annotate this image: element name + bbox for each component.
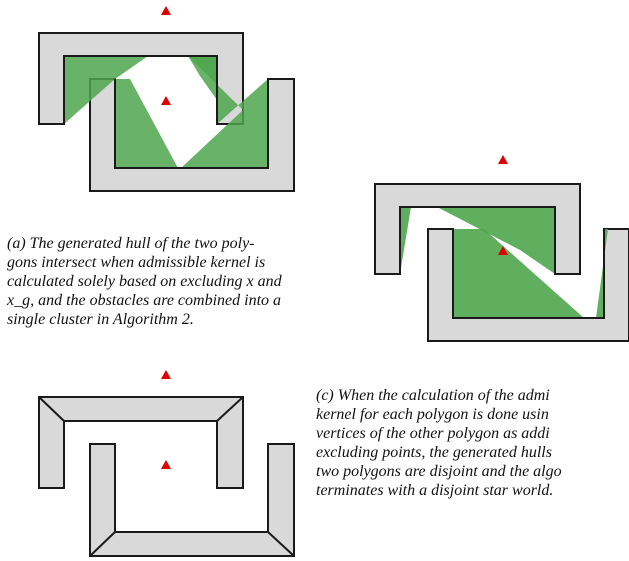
caption-c-line: (c) When the calculation of the admi [316, 387, 550, 404]
start-marker [161, 96, 171, 105]
caption-a-line: x_g, and the obstacles are combined into… [7, 292, 282, 309]
caption-c-line: two polygons are disjoint and the algo [316, 463, 562, 480]
inner-outline-top [63, 55, 218, 124]
hull-edge [267, 531, 295, 557]
hull-upper-band [437, 207, 555, 274]
panel-c [38, 370, 295, 557]
panel-b [374, 155, 629, 342]
start-marker [161, 460, 171, 469]
caption-a-line: (a) The generated hull of the two poly- [7, 235, 255, 252]
hull-center-left-region [115, 79, 178, 168]
goal-marker [498, 155, 508, 164]
goal-marker [161, 6, 171, 15]
caption-a-line: single cluster in Algorithm 2. [7, 311, 194, 328]
inner-outline-top [399, 206, 556, 274]
caption-a-line: calculated solely based on excluding x a… [7, 273, 282, 290]
hull-edge [216, 396, 244, 422]
hull-left-region [64, 56, 148, 124]
caption-c: (c) When the calculation of the admi ker… [316, 386, 629, 500]
start-marker [498, 246, 508, 255]
caption-c-line: vertices of the other polygon as addi [316, 425, 550, 442]
caption-c-line: excluding points, the generated hulls [316, 444, 552, 461]
inner-outline-bottom [452, 229, 605, 319]
caption-c-line: kernel for each polygon is done usin [316, 406, 549, 423]
hull-left-region [400, 207, 411, 274]
caption-c-line: terminates with a disjoint star world. [316, 482, 554, 499]
hull-edge [89, 531, 116, 557]
hull-lower-region [453, 229, 584, 318]
hull-edge [38, 396, 65, 422]
caption-a-line: gons intersect when admissible kernel is [7, 254, 266, 271]
hull-right-region [181, 56, 268, 168]
inner-outline-bottom [114, 79, 269, 169]
hull-top-right-region [188, 56, 217, 100]
goal-marker [161, 370, 171, 379]
panel-a [38, 6, 295, 192]
caption-a: (a) The generated hull of the two poly- … [7, 234, 334, 329]
obstacle-bottom-polygon [89, 443, 295, 557]
obstacle-top-polygon [38, 396, 244, 489]
